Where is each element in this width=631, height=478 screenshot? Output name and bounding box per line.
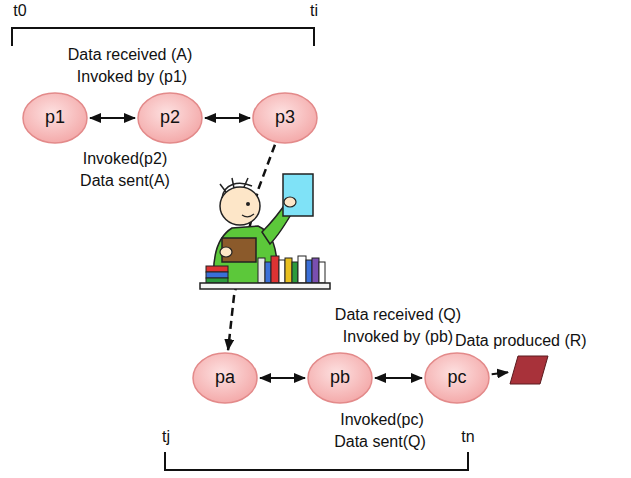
parallelogram-shape [510, 356, 548, 384]
process-circle: p3 [252, 92, 318, 144]
person-hand [284, 197, 296, 207]
output-label: Data produced (R) [455, 332, 587, 350]
book-row [319, 262, 325, 283]
book-row [206, 256, 325, 283]
interaction-arrow [260, 377, 305, 379]
time-bracket [12, 28, 314, 46]
interaction-note: Invoked(pc) [340, 411, 424, 429]
book-row [292, 262, 298, 283]
book-row [258, 258, 265, 283]
person-hand [220, 247, 232, 257]
person-head [220, 187, 260, 225]
interaction-note: Data sent(A) [80, 172, 170, 190]
interaction-note: Invoked by (pb) [343, 328, 453, 346]
time-label: ti [310, 2, 318, 20]
process-name: pc [447, 368, 466, 388]
book-row [285, 258, 292, 283]
process-name: p2 [160, 108, 180, 128]
book-row [206, 272, 228, 278]
process-circle: pc [424, 352, 490, 404]
interaction-note: Invoked by (p1) [77, 68, 187, 86]
book-row [306, 260, 312, 283]
time-label: tn [461, 428, 474, 446]
interaction-note: Data received (A) [68, 46, 193, 64]
book-row [279, 260, 285, 283]
interaction-note: Invoked(p2) [83, 150, 168, 168]
process-circle: p1 [22, 92, 88, 144]
book-row [265, 262, 271, 283]
time-label: tj [162, 428, 170, 446]
person-mouth [242, 214, 254, 217]
process-name: p1 [45, 108, 65, 128]
interaction-arrow [205, 117, 250, 119]
time-label: t0 [13, 2, 26, 20]
book-shelf [200, 283, 330, 289]
data-parallelogram: Data produced (R) [510, 356, 548, 384]
book-row [298, 256, 306, 283]
interaction-note: Data sent(Q) [334, 433, 426, 451]
time-bracket [165, 452, 468, 470]
book-row [271, 256, 279, 283]
interaction-arrow [375, 377, 422, 379]
process-name: pa [215, 368, 235, 388]
book-row [312, 258, 319, 283]
process-name: pb [330, 368, 350, 388]
interaction-arrow [492, 372, 508, 374]
person-hair [220, 178, 252, 198]
process-circle: pa [192, 352, 258, 404]
process-circle: p2 [137, 92, 203, 144]
interaction-note: Data received (Q) [335, 306, 461, 324]
person-eye [246, 202, 250, 206]
interaction-arrow [90, 117, 135, 119]
paper-sheet [283, 174, 313, 216]
process-name: p3 [275, 108, 295, 128]
process-circle: pb [307, 352, 373, 404]
book-row [206, 266, 228, 272]
